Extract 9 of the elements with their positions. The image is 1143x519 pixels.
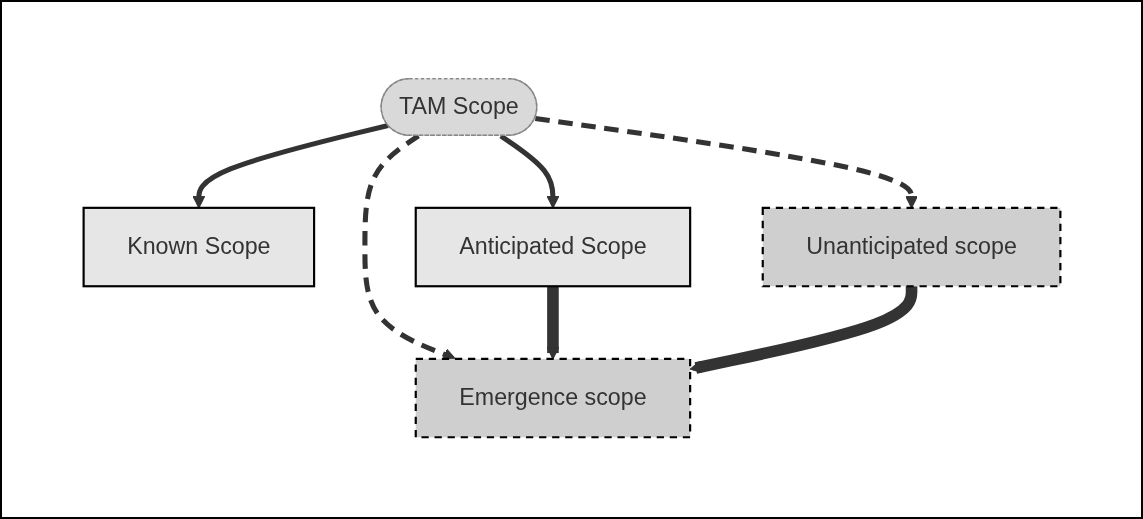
node-box: Anticipated Scope [414,206,691,287]
arrow [498,133,559,208]
node-box: Unanticipated scope [761,206,1061,287]
arrow [546,285,559,359]
arrow [191,122,389,208]
node-box: Emergence scope [414,357,691,438]
arrow [689,285,917,374]
node-box: Known Scope [82,206,315,287]
arrow [534,115,918,208]
